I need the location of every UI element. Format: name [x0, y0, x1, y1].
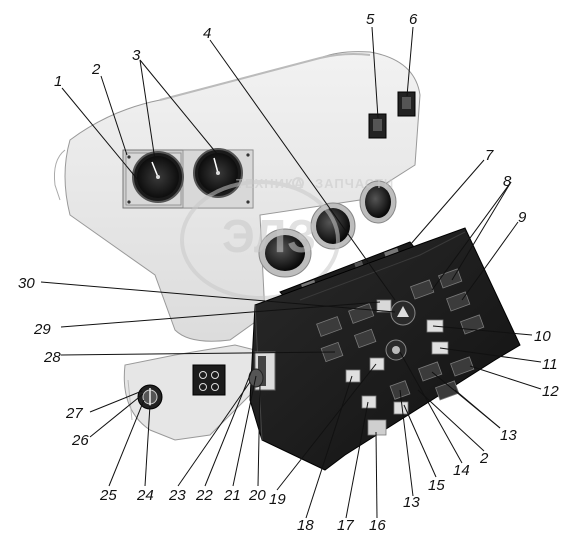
- control-block: [249, 227, 521, 471]
- callout-27: 27: [65, 405, 83, 422]
- watermark-text-right: ЗАПЧАСТИ: [315, 176, 394, 191]
- watermark-logo: ЭЛЗ: [222, 210, 317, 262]
- callout-9: 9: [518, 209, 527, 226]
- callout-17: 17: [337, 517, 354, 534]
- callout-7: 7: [485, 147, 494, 164]
- air-vents: [258, 180, 397, 278]
- callout-2: 2: [91, 61, 101, 78]
- callout-23: 23: [168, 487, 186, 504]
- callout-labels: 1 2 3 4 5 6 7 8 9 10 11 12 13 2 14 15 13…: [18, 11, 559, 534]
- callout-15: 15: [428, 477, 445, 494]
- callout-4: 4: [203, 25, 211, 42]
- callout-6: 6: [409, 11, 418, 28]
- callout-13a: 13: [500, 427, 517, 444]
- callout-29: 29: [33, 321, 51, 338]
- callout-18: 18: [297, 517, 314, 534]
- callout-16: 16: [369, 517, 386, 534]
- callout-10: 10: [534, 328, 551, 345]
- switch-6: [397, 91, 416, 117]
- callout-19: 19: [269, 491, 286, 508]
- label-plate: [192, 364, 226, 396]
- callout-11: 11: [542, 356, 558, 373]
- callout-21: 21: [223, 487, 241, 504]
- callout-2b: 2: [479, 450, 489, 467]
- callout-26: 26: [71, 432, 89, 449]
- callout-12: 12: [542, 383, 559, 400]
- callout-20: 20: [248, 487, 266, 504]
- callout-24: 24: [136, 487, 154, 504]
- callout-22: 22: [195, 487, 213, 504]
- leader-lines: [40, 26, 542, 519]
- callout-5: 5: [366, 11, 375, 28]
- watermark-text-left: ТЕХНИКА: [236, 176, 304, 191]
- rotary-switch: [137, 384, 163, 410]
- callout-28: 28: [43, 349, 61, 366]
- callout-14: 14: [453, 462, 470, 479]
- watermark: ЭЛЗ ТЕХНИКА ЗАПЧАСТИ: [180, 176, 394, 300]
- block-round-controls: [385, 300, 416, 361]
- callout-13b: 13: [403, 494, 420, 511]
- callout-8: 8: [503, 173, 512, 190]
- callout-1: 1: [54, 73, 62, 90]
- callout-25: 25: [99, 487, 117, 504]
- block-buttons: [316, 268, 485, 436]
- gauge-left: [132, 151, 184, 203]
- callout-30: 30: [18, 275, 35, 292]
- callout-3: 3: [132, 47, 141, 64]
